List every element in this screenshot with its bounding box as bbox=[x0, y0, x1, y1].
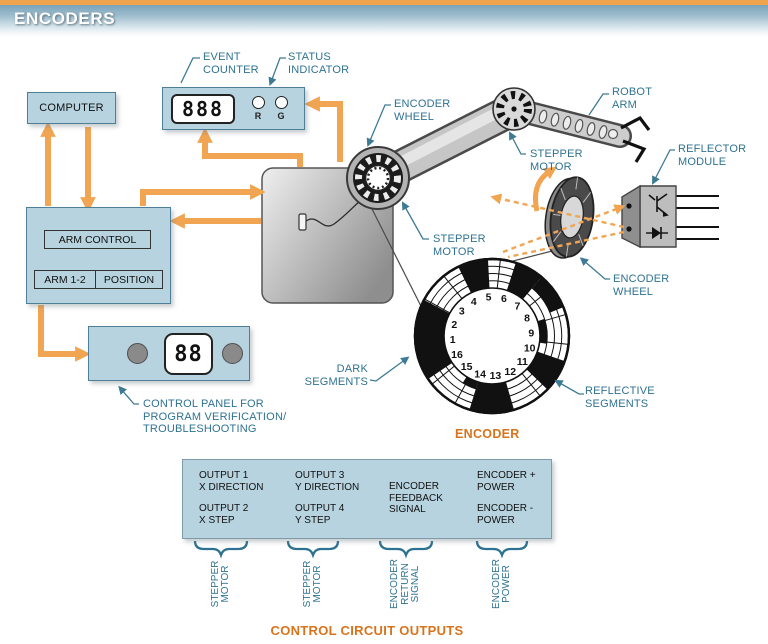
module-pins bbox=[676, 195, 719, 240]
arrow-armcontrol-to-panel bbox=[38, 305, 91, 362]
event-counter-unit: 888 R G bbox=[162, 87, 305, 130]
disk-number: 9 bbox=[528, 327, 534, 339]
light-beams bbox=[490, 193, 626, 259]
disk-number: 4 bbox=[471, 296, 477, 308]
arm-12-box: ARM 1-2 bbox=[34, 270, 96, 289]
disk-number: 11 bbox=[517, 356, 528, 368]
panel-display-value: 88 bbox=[174, 341, 203, 367]
robot-arm bbox=[346, 87, 651, 210]
encoder-caption: ENCODER bbox=[455, 427, 520, 441]
table-cell-encoder-plus: ENCODER +POWER bbox=[477, 470, 536, 493]
green-status-lamp bbox=[275, 96, 288, 109]
computer-label: COMPUTER bbox=[39, 102, 104, 114]
header-bar bbox=[0, 5, 768, 36]
position-box: POSITION bbox=[95, 270, 163, 289]
disk-number: 14 bbox=[474, 368, 486, 380]
event-counter-display: 888 bbox=[171, 94, 235, 124]
disk-number: 5 bbox=[486, 291, 492, 303]
disk-number: 15 bbox=[461, 361, 473, 373]
arm-control-title-box: ARM CONTROL bbox=[44, 230, 151, 249]
arrow-encoder-to-counter bbox=[304, 96, 343, 162]
rotation-arrow bbox=[533, 166, 558, 212]
arm-control-label: ARM CONTROL bbox=[58, 233, 137, 246]
page-title: ENCODERS bbox=[14, 9, 116, 28]
braces bbox=[193, 540, 529, 559]
position-label: POSITION bbox=[103, 273, 155, 286]
arrow-armcontrol-to-base bbox=[140, 184, 266, 206]
green-lamp-letter: G bbox=[277, 111, 285, 121]
control-circuit-outputs-caption: CONTROL CIRCUIT OUTPUTS bbox=[270, 623, 464, 638]
elbow-stepper-motor bbox=[492, 87, 536, 131]
emitter-window bbox=[626, 203, 632, 209]
arm-control-box: ARM CONTROL ARM 1-2 POSITION bbox=[26, 207, 171, 304]
phototransistor-icon bbox=[648, 193, 669, 217]
disk-number: 16 bbox=[451, 349, 463, 361]
arrow-base-to-counter bbox=[197, 127, 303, 167]
diode-icon bbox=[646, 227, 668, 239]
panel-button-left[interactable] bbox=[127, 343, 148, 364]
disk-number: 8 bbox=[524, 313, 530, 325]
panel-button-right[interactable] bbox=[222, 343, 243, 364]
reflector-module bbox=[621, 184, 719, 249]
disk-number: 3 bbox=[459, 305, 465, 317]
cable-plug bbox=[298, 213, 307, 231]
disk-number: 2 bbox=[451, 319, 457, 331]
shoulder-encoder-wheel bbox=[346, 146, 410, 210]
signal-arrows bbox=[38, 96, 343, 362]
gripper bbox=[620, 115, 651, 163]
computer-box: COMPUTER bbox=[27, 92, 116, 124]
disk-number: 7 bbox=[514, 301, 520, 313]
arm-12-label: ARM 1-2 bbox=[44, 273, 86, 286]
panel-display: 88 bbox=[164, 333, 213, 375]
disk-number: 12 bbox=[504, 366, 516, 378]
disk-number: 1 bbox=[450, 334, 456, 346]
control-panel: 88 bbox=[88, 326, 250, 381]
detector-window bbox=[626, 226, 632, 232]
header-accent-strip bbox=[0, 0, 768, 5]
red-lamp-letter: R bbox=[254, 111, 262, 121]
disk-number: 13 bbox=[490, 370, 502, 382]
red-status-lamp bbox=[252, 96, 265, 109]
event-counter-value: 888 bbox=[181, 97, 225, 121]
disk-number: 6 bbox=[501, 293, 507, 305]
leader-lines bbox=[118, 57, 675, 405]
table-cell-encoder-minus: ENCODER -POWER bbox=[477, 503, 534, 526]
disk-number: 10 bbox=[524, 343, 536, 355]
